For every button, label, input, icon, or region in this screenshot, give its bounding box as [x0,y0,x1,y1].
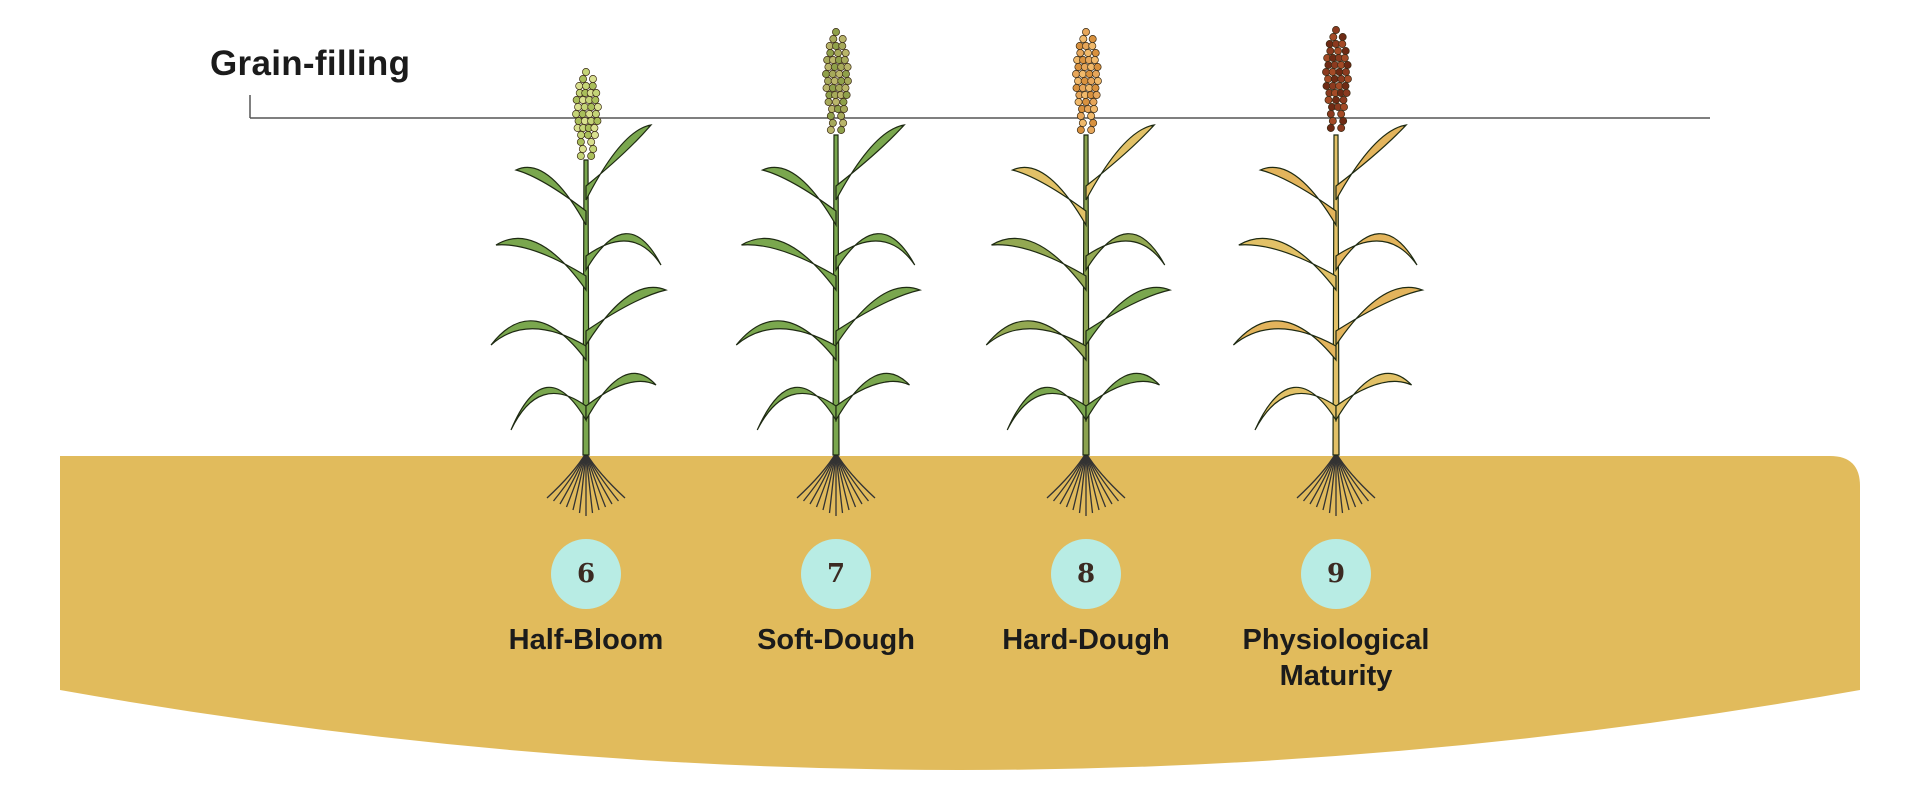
leaf [510,386,587,431]
leaf [1335,233,1418,273]
leaf [1335,286,1425,347]
roots-icon [1046,452,1126,516]
soil-band [60,456,1860,770]
stage-label-half-bloom: Half-Bloom [508,624,664,656]
leaf [1232,320,1337,362]
leaf [495,237,587,292]
stage-label-hard-dough: Hard-Dough [1002,624,1170,656]
section-title: Grain-filling [210,44,411,83]
leaf [835,233,916,273]
leaf [585,286,668,348]
sorghum-plant-half-bloom [490,68,668,516]
leaf [1335,372,1413,423]
stage-label-physiological-maturity: Physiological Maturity [1242,624,1430,692]
olive-panicle-icon [822,28,852,134]
leaf [1238,237,1337,292]
leaf [1085,233,1166,273]
leaf [585,233,662,273]
leaf [756,386,837,431]
leaf [835,124,906,201]
leaf [985,320,1087,362]
leaf [760,166,837,228]
sorghum-plant-soft-dough [735,28,923,516]
stem [582,159,590,456]
leaf [1006,386,1087,431]
stage-number-badge: 9 [1301,539,1371,609]
stage-number-badge: 6 [551,539,621,609]
leaf [1085,124,1156,201]
orange-panicle-icon [1072,28,1102,134]
sorghum-plant-physiological-maturity [1232,26,1425,516]
roots-icon [796,452,876,516]
leaf [490,320,587,362]
roots-icon [1296,452,1376,516]
leaf [585,372,657,421]
sorghum-plant-hard-dough [985,28,1173,516]
brown-panicle-icon [1322,26,1352,132]
leaf [835,286,923,347]
stage-label-soft-dough: Soft-Dough [757,624,915,656]
leaf [1254,386,1337,431]
leaf [741,237,837,292]
leaf [585,124,653,201]
stage-number-badge: 7 [801,539,871,609]
roots-icon [546,452,626,516]
leaf [835,372,910,423]
green-panicle-icon [572,68,602,160]
leaf [514,166,587,226]
leaf [1258,166,1337,228]
leaf [1010,166,1087,228]
plants-layer [490,26,1425,516]
leaf [1335,124,1408,201]
leaf [1085,286,1173,347]
leaf [1085,372,1160,423]
stage-number-badge: 8 [1051,539,1121,609]
leaf [991,237,1087,292]
leaf [735,320,837,362]
